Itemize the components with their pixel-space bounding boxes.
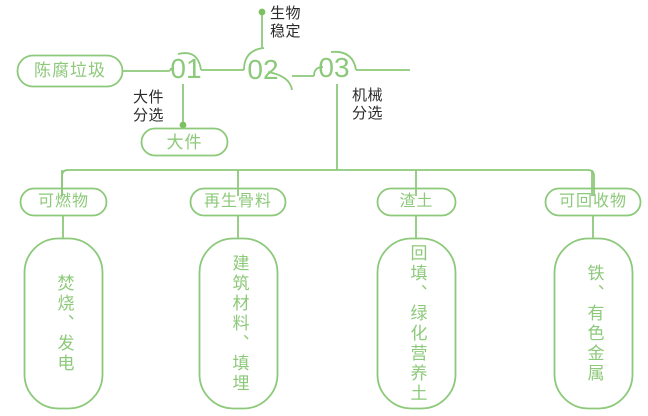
connector-dot-bulky (179, 121, 187, 129)
detail-box-3[interactable]: 回填、绿化营养土 (377, 238, 457, 409)
detail-box-2-shape[interactable] (198, 237, 279, 410)
detail-box-3-text: 回填、绿化营养土 (407, 243, 427, 404)
detail-box-3-shape[interactable] (376, 237, 457, 410)
step-note-02: 生物 稳定 (270, 5, 302, 40)
detail-box-2[interactable]: 建筑材料、填埋 (199, 238, 279, 409)
bulky-output-pill-label: 大件 (166, 133, 203, 152)
step-note-03: 机械 分选 (352, 87, 384, 122)
branch-pill-4-label: 可回收物 (558, 193, 627, 210)
node-02-right-arc (267, 71, 293, 91)
detail-box-4-shape[interactable] (553, 237, 634, 410)
step-number-01: 01 (170, 53, 202, 84)
detail-box-1-text: 焚烧、发电 (54, 273, 74, 374)
detail-box-1-shape[interactable] (23, 237, 104, 410)
branch-pill-2-shape[interactable] (189, 187, 287, 217)
node-02-left-arc (243, 47, 265, 71)
node-03-arc (330, 50, 357, 71)
detail-box-4[interactable]: 铁、有色金属 (554, 238, 634, 409)
detail-box-1[interactable]: 焚烧、发电 (24, 238, 104, 409)
detail-box-4-text: 铁、有色金属 (584, 263, 604, 384)
branch-pill-3-shape[interactable] (376, 187, 457, 217)
step-note-01: 大件 分选 (133, 89, 165, 124)
branch-bus-bar (61, 169, 595, 196)
connector-dot-bio-note (258, 8, 266, 16)
branch-pill-3-label: 渣土 (399, 193, 434, 210)
step-number-02: 02 (247, 54, 279, 85)
branch-pill-2-label: 再生骨料 (203, 193, 272, 210)
node-01-left-notch (167, 68, 172, 72)
source-pill-label: 陈腐垃圾 (34, 61, 106, 80)
branch-pill-4-shape[interactable] (544, 187, 642, 217)
node-01-arc (177, 52, 202, 71)
bulky-pill-shape[interactable] (140, 127, 229, 157)
node-03-left-notch (313, 66, 324, 77)
branch-pill-1-shape[interactable] (19, 187, 108, 217)
step-number-03: 03 (318, 52, 350, 83)
detail-box-2-text: 建筑材料、填埋 (229, 253, 249, 394)
branch-pill-1-label: 可燃物 (37, 193, 89, 210)
